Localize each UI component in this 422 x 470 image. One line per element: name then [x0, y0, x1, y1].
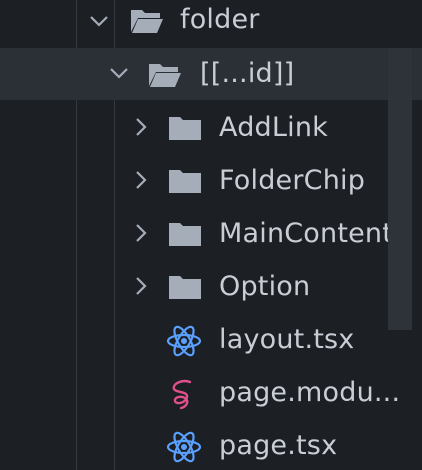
tree-item-option[interactable]: Option [0, 261, 422, 313]
folder-icon [168, 114, 202, 142]
tree-item-label: layout.tsx [219, 324, 355, 355]
chevron-right-icon[interactable] [130, 169, 152, 191]
chevron-right-icon[interactable] [130, 275, 152, 297]
chevron-down-icon[interactable] [108, 62, 130, 84]
tree-item-page-tsx[interactable]: page.tsx [0, 420, 422, 470]
react-icon [166, 324, 202, 358]
tree-item-label: MainContent [219, 218, 394, 249]
chevron-right-icon[interactable] [130, 222, 152, 244]
tree-item-label: AddLink [219, 112, 328, 143]
tree-item-label: [[...id]] [200, 58, 295, 89]
folder-icon [168, 220, 202, 248]
folder-open-icon [148, 60, 182, 90]
indent-guide [114, 0, 115, 470]
react-icon [166, 430, 202, 464]
tree-item-folderchip[interactable]: FolderChip [0, 155, 422, 207]
tree-item-page-module[interactable]: page.modu... [0, 367, 422, 419]
folder-open-icon [130, 6, 164, 36]
tree-item-label: folder [180, 4, 260, 35]
tree-item-label: page.modu... [219, 377, 401, 408]
sass-icon [166, 377, 202, 411]
tree-item-label: page.tsx [219, 430, 338, 461]
tree-item-layout-tsx[interactable]: layout.tsx [0, 314, 422, 366]
tree-item-label: FolderChip [219, 165, 366, 196]
folder-icon [168, 167, 202, 195]
vertical-scrollbar[interactable] [388, 48, 412, 330]
indent-guide [76, 0, 77, 470]
chevron-right-icon[interactable] [130, 116, 152, 138]
tree-item-label: Option [219, 271, 311, 302]
tree-item-id-folder[interactable]: [[...id]] [0, 48, 422, 100]
chevron-down-icon[interactable] [88, 10, 110, 32]
tree-item-maincontent[interactable]: MainContent [0, 208, 422, 260]
tree-item-addlink[interactable]: AddLink [0, 102, 422, 154]
folder-icon [168, 273, 202, 301]
tree-item-folder[interactable]: folder [0, 0, 422, 48]
